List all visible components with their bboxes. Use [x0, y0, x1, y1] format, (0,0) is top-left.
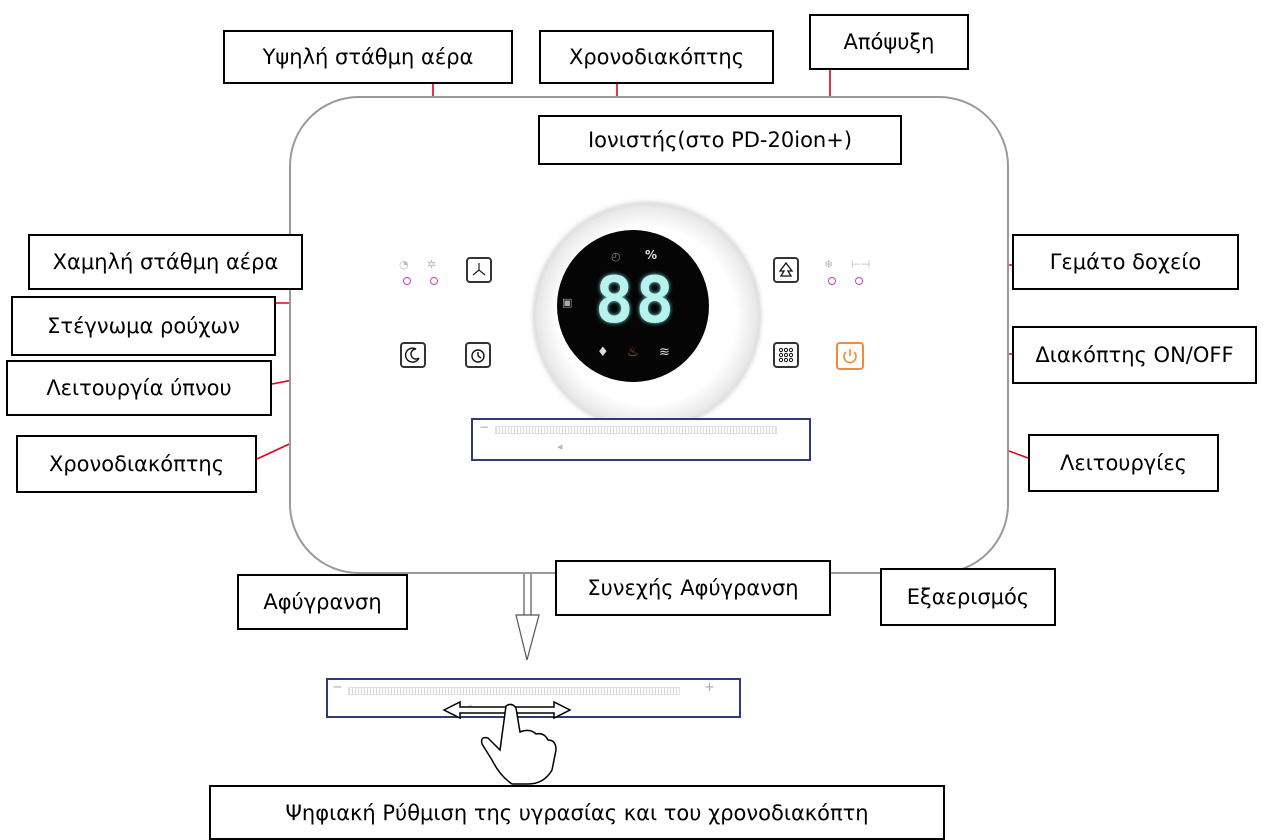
- label-dehumid: Αφύγρανση: [237, 574, 408, 630]
- label-functions: Λειτουργίες: [1028, 434, 1219, 492]
- low-fan-led: [403, 277, 411, 285]
- label-high-air: Υψηλή στάθμη αέρα: [223, 30, 513, 84]
- high-fan-led: [430, 277, 438, 285]
- display-digits: 88: [595, 264, 677, 338]
- percent-sign: %: [645, 248, 658, 262]
- drop-flow-icon: ♨: [627, 345, 639, 360]
- timer-indicator-icon: ◴: [611, 250, 621, 263]
- label-ionizer: Ιονιστής(στο PD-20ion+): [538, 115, 902, 165]
- zoomed-slider-minus: −: [332, 680, 343, 695]
- tree-ion-icon[interactable]: [773, 257, 799, 283]
- slider-track: [495, 426, 777, 434]
- label-ventilation: Εξαερισμός: [880, 568, 1056, 626]
- defrost-led: [828, 277, 836, 285]
- panel-slider[interactable]: − ◂: [471, 418, 811, 461]
- label-low-air: Χαμηλή στάθμη αέρα: [28, 234, 303, 290]
- digital-display: [557, 230, 709, 382]
- high-fan-indicator-icon: ✲: [427, 258, 437, 271]
- zoomed-slider-plus: +: [704, 680, 715, 695]
- low-fan-indicator-icon: ◔: [399, 258, 409, 271]
- grid-menu-icon[interactable]: [773, 342, 799, 368]
- zoomed-slider-track: [348, 687, 680, 695]
- wind-icon: ≋: [659, 345, 670, 360]
- defrost-indicator-icon: ❄: [824, 258, 834, 271]
- timer-icon[interactable]: [465, 342, 491, 368]
- label-timer-left: Χρονοδιακόπτης: [16, 435, 257, 493]
- sleep-moon-icon[interactable]: [400, 342, 426, 368]
- label-continuous: Συνεχής Αφύγρανση: [555, 560, 831, 616]
- label-digital-setting: Ψηφιακή Ρύθμιση της υγρασίας και του χρο…: [209, 785, 945, 840]
- label-clothes-dry: Στέγνωμα ρούχων: [11, 296, 276, 356]
- full-tank-led: [855, 277, 863, 285]
- label-power: Διακόπτης ON/OFF: [1012, 326, 1257, 384]
- label-sleep: Λειτουργία ύπνου: [6, 360, 272, 416]
- pointing-hand-icon: [442, 700, 572, 785]
- slider-minus: −: [479, 420, 490, 434]
- label-timer-top: Χρονοδιακόπτης: [539, 30, 774, 84]
- power-icon[interactable]: [836, 342, 864, 370]
- clothes-dry-indicator-icon: ▣: [562, 296, 573, 309]
- label-defrost: Απόψυξη: [809, 14, 969, 70]
- fan-icon[interactable]: [466, 257, 492, 283]
- label-full-tank: Γεμάτο δοχείο: [1012, 234, 1239, 290]
- full-tank-indicator-icon: ⊢⊣: [851, 258, 871, 271]
- slider-arrow-icon: ◂: [557, 440, 563, 453]
- drop-icon: ♦: [597, 345, 609, 360]
